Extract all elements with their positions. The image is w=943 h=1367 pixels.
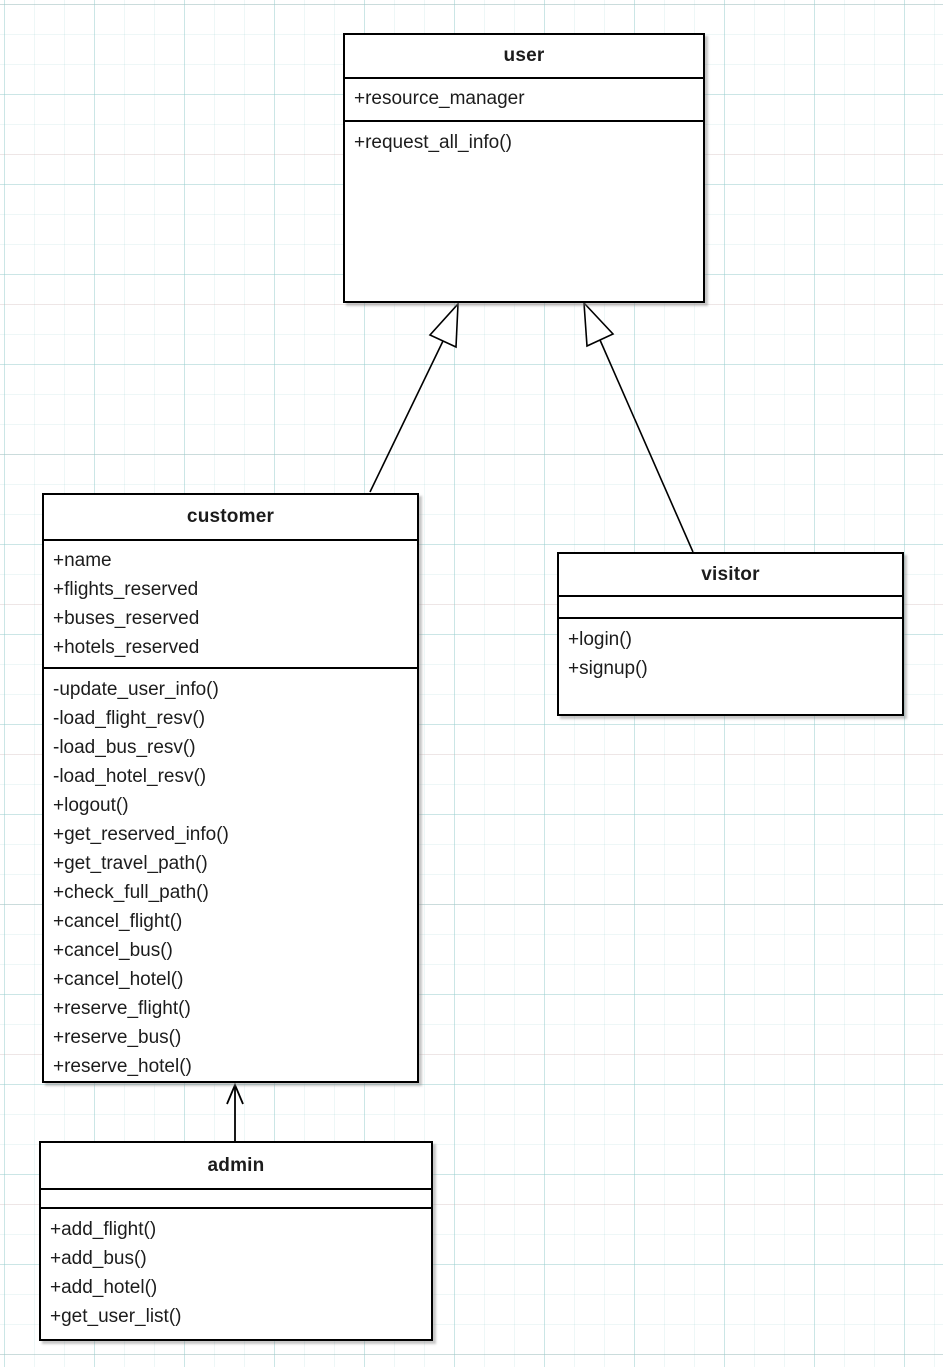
method-line: +reserve_hotel() [53, 1056, 192, 1077]
method-line: +get_travel_path() [53, 853, 208, 874]
class-user-methods: +request_all_info() [345, 122, 703, 301]
class-user-attributes: +resource_manager [345, 79, 703, 122]
generalization-admin-to-customer[interactable] [226, 1082, 244, 1141]
attribute-line: +flights_reserved [53, 579, 199, 600]
method-line: +add_flight() [50, 1219, 157, 1240]
open-arrowhead [226, 1082, 244, 1105]
attribute-line: +resource_manager [354, 88, 525, 109]
hollow-triangle-arrowhead [428, 301, 459, 349]
method-line: +cancel_flight() [53, 911, 183, 932]
class-customer-attributes: +name +flights_reserved +buses_reserved … [44, 541, 417, 669]
attribute-line: +hotels_reserved [53, 637, 200, 658]
class-customer-title: customer [44, 495, 417, 541]
class-visitor-attributes [559, 597, 902, 619]
method-line: +cancel_hotel() [53, 969, 184, 990]
generalization-visitor-to-user[interactable] [583, 300, 694, 553]
connector-line[interactable] [369, 340, 444, 493]
method-line: +reserve_flight() [53, 998, 191, 1019]
method-line: +check_full_path() [53, 882, 209, 903]
class-visitor-title: visitor [559, 554, 902, 597]
method-line: +get_reserved_info() [53, 824, 229, 845]
method-line: +reserve_bus() [53, 1027, 182, 1048]
method-line: -load_bus_resv() [53, 737, 196, 758]
method-line: -load_flight_resv() [53, 708, 206, 729]
class-admin-attributes [41, 1190, 431, 1209]
attribute-line: +name [53, 550, 112, 571]
method-line: -load_hotel_resv() [53, 766, 207, 787]
method-line: +cancel_bus() [53, 940, 173, 961]
class-user[interactable]: user +resource_manager +request_all_info… [343, 33, 705, 303]
class-admin[interactable]: admin +add_flight() +add_bus() +add_hote… [39, 1141, 433, 1341]
class-customer-methods: -update_user_info() -load_flight_resv() … [44, 669, 417, 1081]
attribute-line: +buses_reserved [53, 608, 200, 629]
class-admin-title: admin [41, 1143, 431, 1190]
class-visitor[interactable]: visitor +login() +signup() [557, 552, 904, 716]
method-line: -update_user_info() [53, 679, 219, 700]
class-visitor-methods: +login() +signup() [559, 619, 902, 714]
method-line: +add_hotel() [50, 1277, 158, 1298]
method-line: +add_bus() [50, 1248, 147, 1269]
method-line: +logout() [53, 795, 129, 816]
method-line: +get_user_list() [50, 1306, 182, 1327]
connector-line[interactable] [599, 339, 694, 553]
class-customer[interactable]: customer +name +flights_reserved +buses_… [42, 493, 419, 1083]
hollow-triangle-arrowhead [583, 300, 615, 348]
generalization-customer-to-user[interactable] [369, 301, 459, 493]
method-line: +signup() [568, 658, 648, 679]
class-user-title: user [345, 35, 703, 79]
method-line: +login() [568, 629, 632, 650]
method-line: +request_all_info() [354, 132, 512, 153]
class-admin-methods: +add_flight() +add_bus() +add_hotel() +g… [41, 1209, 431, 1339]
